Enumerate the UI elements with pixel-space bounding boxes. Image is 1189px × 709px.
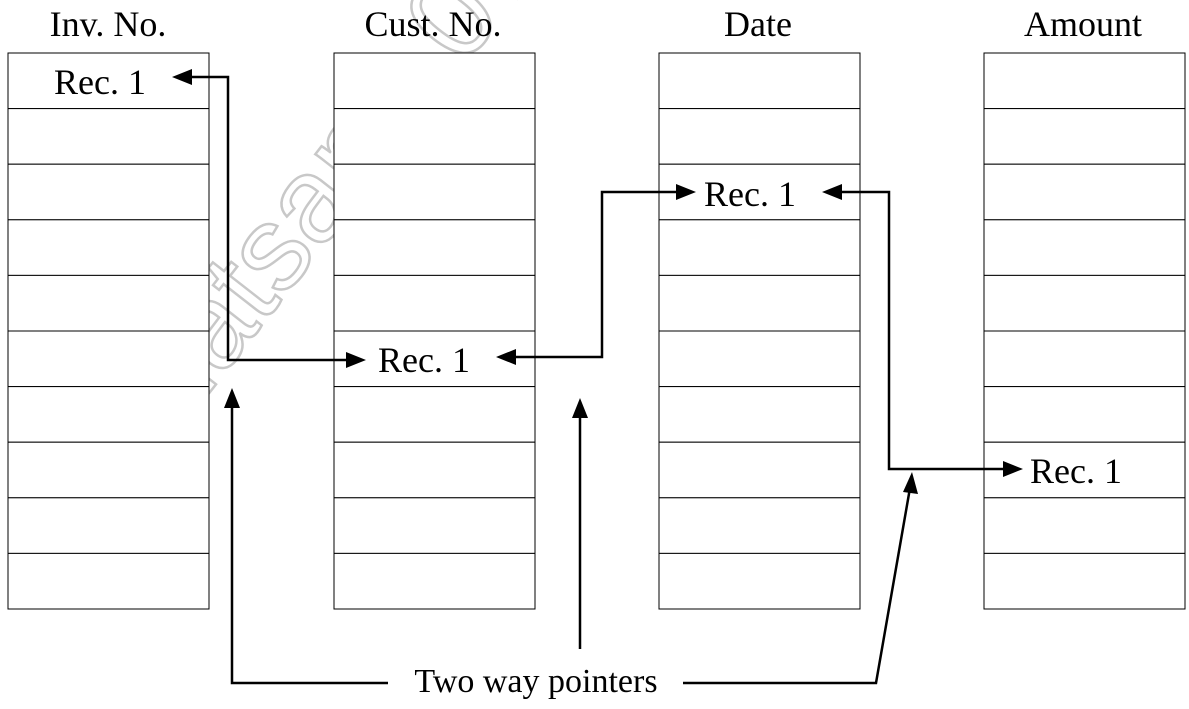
record-label-customer-number: Rec. 1	[378, 340, 470, 380]
cell-customer-number-row-8	[333, 441, 536, 499]
callout-line-right	[683, 487, 912, 685]
cell-invoice-number-row-7	[7, 386, 210, 443]
cell-invoice-number-row-8	[7, 441, 210, 499]
cell-invoice-number-row-2	[7, 108, 210, 165]
cell-customer-number-row-9	[333, 497, 536, 554]
cell-invoice-number-row-6	[7, 330, 210, 388]
cell-invoice-number-row-5	[7, 274, 210, 332]
column-cells	[7, 52, 1186, 610]
cell-amount-row-6	[983, 330, 1186, 388]
cell-invoice-number-row-4	[7, 219, 210, 276]
arrowhead-right	[346, 352, 366, 368]
arrowhead-left	[172, 69, 192, 85]
cell-date-row-1	[658, 52, 861, 110]
arrowhead-right	[1003, 461, 1023, 477]
pointer-invoice-to-customer	[172, 69, 366, 368]
cell-date-row-7	[658, 386, 861, 443]
column-header-customer-number: Cust. No.	[364, 4, 501, 44]
cell-amount-row-1	[983, 52, 1186, 110]
cell-amount-row-10	[983, 552, 1186, 610]
cell-date-row-2	[658, 108, 861, 165]
record-label-amount: Rec. 1	[1030, 451, 1122, 491]
cell-invoice-number-row-9	[7, 497, 210, 554]
cell-amount-row-5	[983, 274, 1186, 332]
arrowhead-right	[676, 184, 696, 200]
cell-invoice-number-row-3	[7, 163, 210, 221]
cell-amount-row-7	[983, 386, 1186, 443]
cell-date-row-10	[658, 552, 861, 610]
arrowhead-left	[496, 349, 516, 365]
cell-date-row-4	[658, 219, 861, 276]
cell-customer-number-row-5	[333, 274, 536, 332]
cell-customer-number-row-3	[333, 163, 536, 221]
two-way-pointers-caption: Two way pointers	[414, 663, 657, 700]
cell-customer-number-row-7	[333, 386, 536, 443]
callout-arrowhead-right	[903, 472, 918, 494]
callout-arrowhead-left	[224, 388, 240, 408]
cell-date-row-8	[658, 441, 861, 499]
cell-invoice-number-row-1	[7, 52, 210, 110]
callout-arrowhead-middle	[572, 398, 588, 418]
record-label-invoice-number: Rec. 1	[54, 62, 146, 102]
cell-amount-row-2	[983, 108, 1186, 165]
cell-amount-row-3	[983, 163, 1186, 221]
cell-customer-number-row-1	[333, 52, 536, 110]
cell-date-row-6	[658, 330, 861, 388]
cell-amount-row-4	[983, 219, 1186, 276]
column-header-date: Date	[724, 4, 792, 44]
cell-customer-number-row-4	[333, 219, 536, 276]
cell-invoice-number-row-10	[7, 552, 210, 610]
pointer-customer-to-date	[496, 184, 696, 365]
cell-date-row-9	[658, 497, 861, 554]
callout-line-left	[230, 404, 388, 685]
cell-date-row-5	[658, 274, 861, 332]
cell-customer-number-row-10	[333, 552, 536, 610]
cell-amount-row-9	[983, 497, 1186, 554]
record-label-date: Rec. 1	[704, 174, 796, 214]
column-header-amount: Amount	[1024, 4, 1142, 44]
pointer-date-to-amount	[822, 184, 1023, 477]
column-header-invoice-number: Inv. No.	[50, 4, 167, 44]
cell-customer-number-row-2	[333, 108, 536, 165]
caption-callouts	[224, 388, 918, 685]
arrowhead-left	[822, 184, 842, 200]
